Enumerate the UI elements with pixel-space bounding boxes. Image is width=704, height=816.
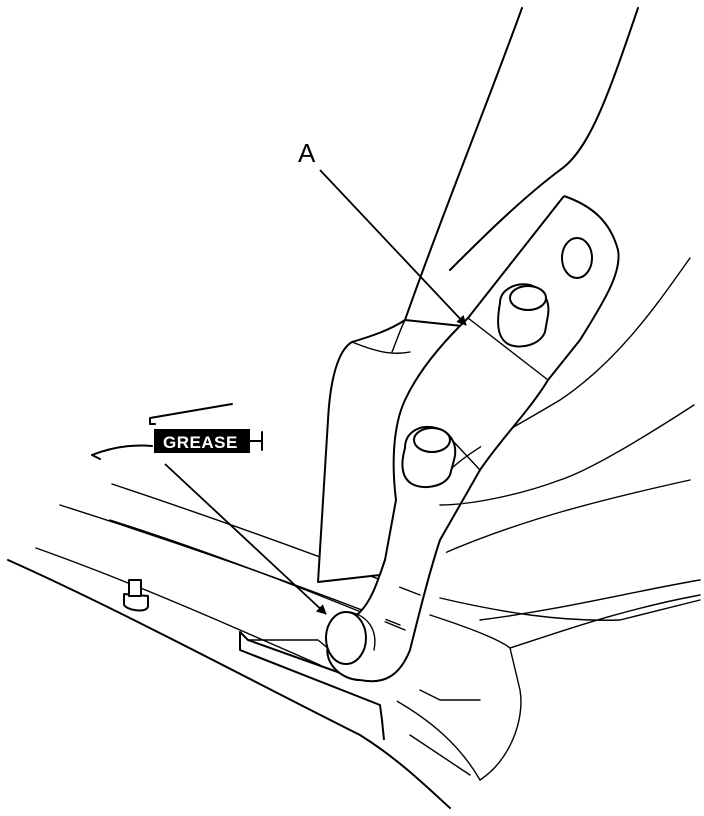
bolt-hole — [561, 237, 593, 279]
grease-tag-label: GREASE — [163, 433, 238, 452]
pivot-pin — [325, 611, 376, 665]
callout-label: A — [298, 138, 316, 168]
grease-leader-line — [164, 463, 327, 615]
body-panel-lines — [7, 483, 701, 809]
locating-peg — [123, 579, 149, 612]
grease-tag-label-bg — [154, 429, 250, 453]
upper-bolt — [497, 283, 550, 348]
callout-leader-line — [319, 169, 467, 326]
lower-bolt — [401, 426, 457, 488]
trunk-lid — [404, 7, 695, 556]
grease-tag: GREASE — [91, 403, 327, 615]
